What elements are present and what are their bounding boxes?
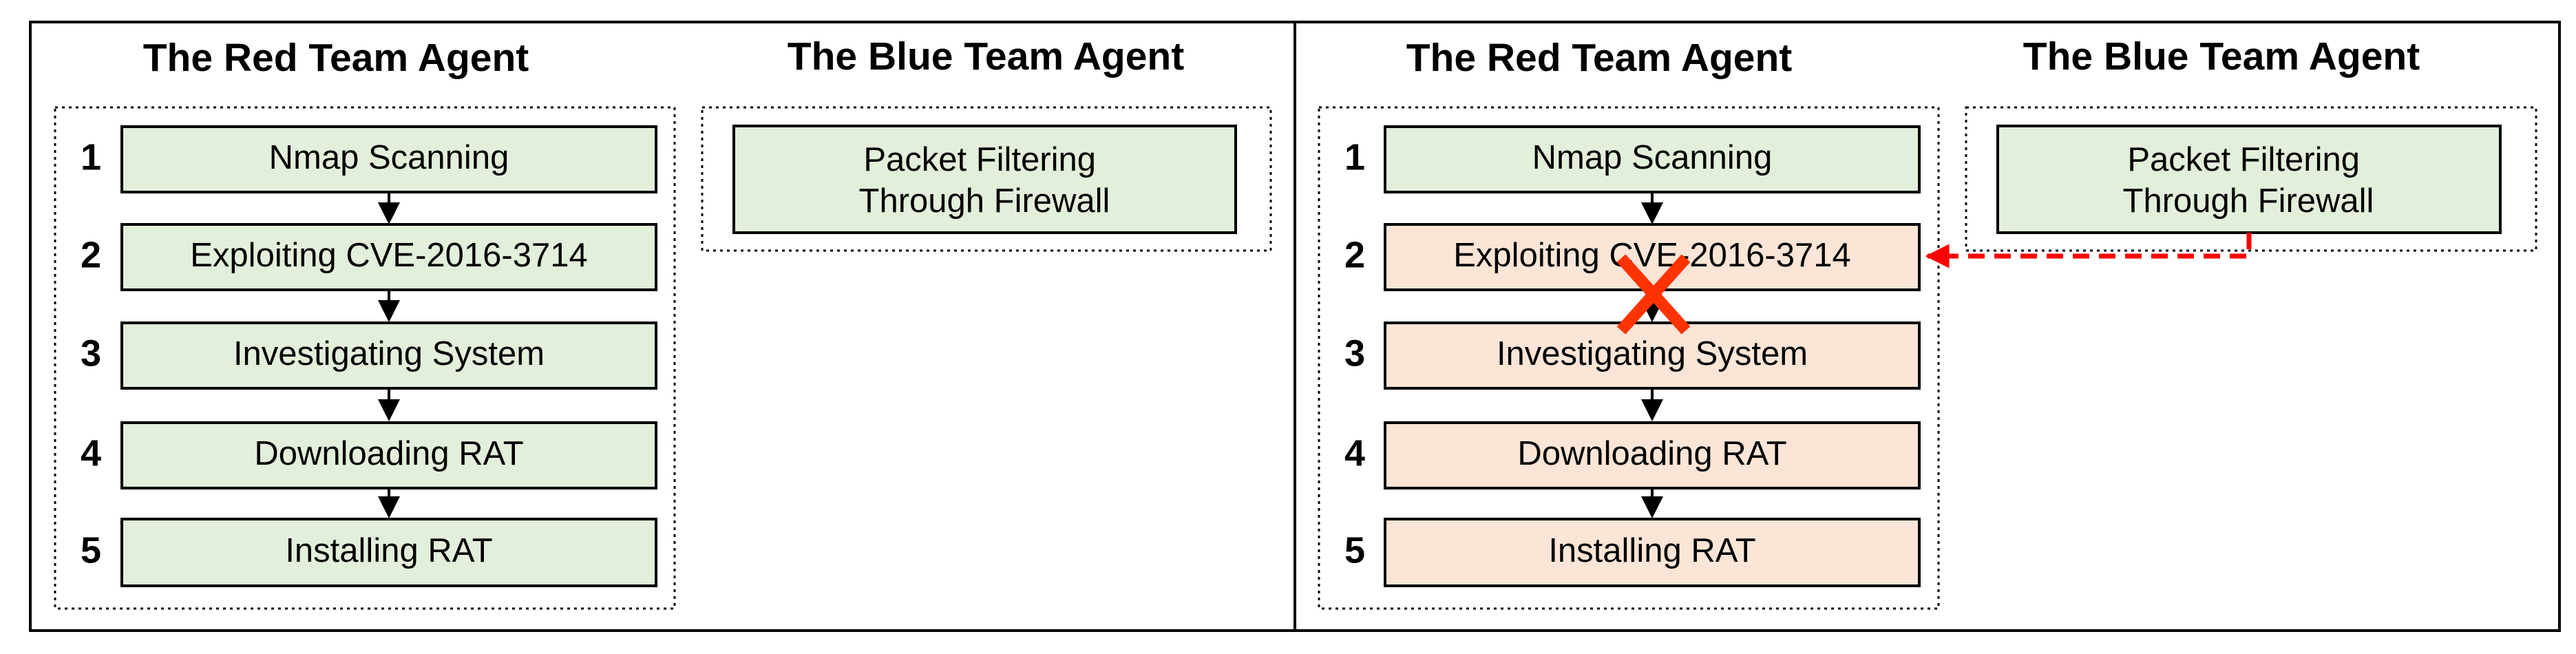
red-team-title: The Red Team Agent bbox=[1406, 36, 1793, 80]
step-box-nmap bbox=[1384, 125, 1921, 193]
panel-right: The Red Team Agent The Blue Team Agent 1… bbox=[1318, 34, 2537, 610]
step-label: Exploiting CVE-2016-3714 bbox=[190, 237, 587, 274]
step-box-install bbox=[120, 518, 657, 587]
blue-team-title: The Blue Team Agent bbox=[2023, 34, 2420, 78]
step-number: 2 bbox=[1344, 234, 1365, 275]
blue-action-label: Packet Filtering Through Firewall bbox=[859, 141, 1110, 220]
step-label: Installing RAT bbox=[285, 532, 492, 569]
step-label: Nmap Scanning bbox=[269, 139, 509, 176]
step-number: 1 bbox=[1344, 136, 1365, 178]
step-number: 5 bbox=[1344, 529, 1365, 571]
step-label: Investigating System bbox=[1497, 335, 1808, 372]
blocked-cross-icon bbox=[1616, 254, 1691, 335]
step-number: 3 bbox=[1344, 333, 1365, 374]
step-box-nmap bbox=[120, 125, 657, 193]
step-box-exploit bbox=[1384, 223, 1921, 291]
red-team-group bbox=[54, 106, 676, 610]
blue-action-box bbox=[732, 125, 1237, 234]
step-number: 5 bbox=[81, 529, 101, 571]
step-label: Installing RAT bbox=[1548, 532, 1755, 569]
blue-team-title: The Blue Team Agent bbox=[788, 34, 1184, 78]
step-box-exploit bbox=[120, 223, 657, 291]
red-team-title: The Red Team Agent bbox=[143, 36, 529, 80]
step-number: 1 bbox=[81, 136, 101, 178]
step-label: Downloading RAT bbox=[254, 435, 523, 472]
blue-team-group bbox=[1965, 106, 2537, 252]
panel-left: The Red Team Agent The Blue Team Agent 1… bbox=[54, 34, 1272, 610]
step-label: Nmap Scanning bbox=[1532, 139, 1773, 176]
step-box-download bbox=[1384, 421, 1921, 489]
step-number: 4 bbox=[81, 432, 101, 474]
step-box-investigate bbox=[1384, 321, 1921, 390]
red-team-group bbox=[1318, 106, 1940, 610]
step-label: Exploiting CVE-2016-3714 bbox=[1453, 237, 1850, 274]
blue-action-label: Packet Filtering Through Firewall bbox=[2123, 141, 2374, 220]
blue-team-group bbox=[701, 106, 1272, 252]
step-label: Investigating System bbox=[233, 335, 545, 372]
step-number: 2 bbox=[81, 234, 101, 275]
step-number: 4 bbox=[1344, 432, 1365, 474]
blue-action-line: Packet Filtering bbox=[863, 141, 1096, 178]
firewall-block-arrow bbox=[1925, 233, 2252, 268]
step-label: Downloading RAT bbox=[1517, 435, 1786, 472]
step-box-install bbox=[1384, 518, 1921, 587]
blue-action-box bbox=[1996, 125, 2502, 234]
step-number: 3 bbox=[81, 333, 101, 374]
blue-action-line: Through Firewall bbox=[859, 182, 1110, 220]
blue-action-line: Through Firewall bbox=[2123, 182, 2374, 220]
step-box-download bbox=[120, 421, 657, 489]
blue-action-line: Packet Filtering bbox=[2127, 141, 2360, 178]
step-box-investigate bbox=[120, 321, 657, 390]
